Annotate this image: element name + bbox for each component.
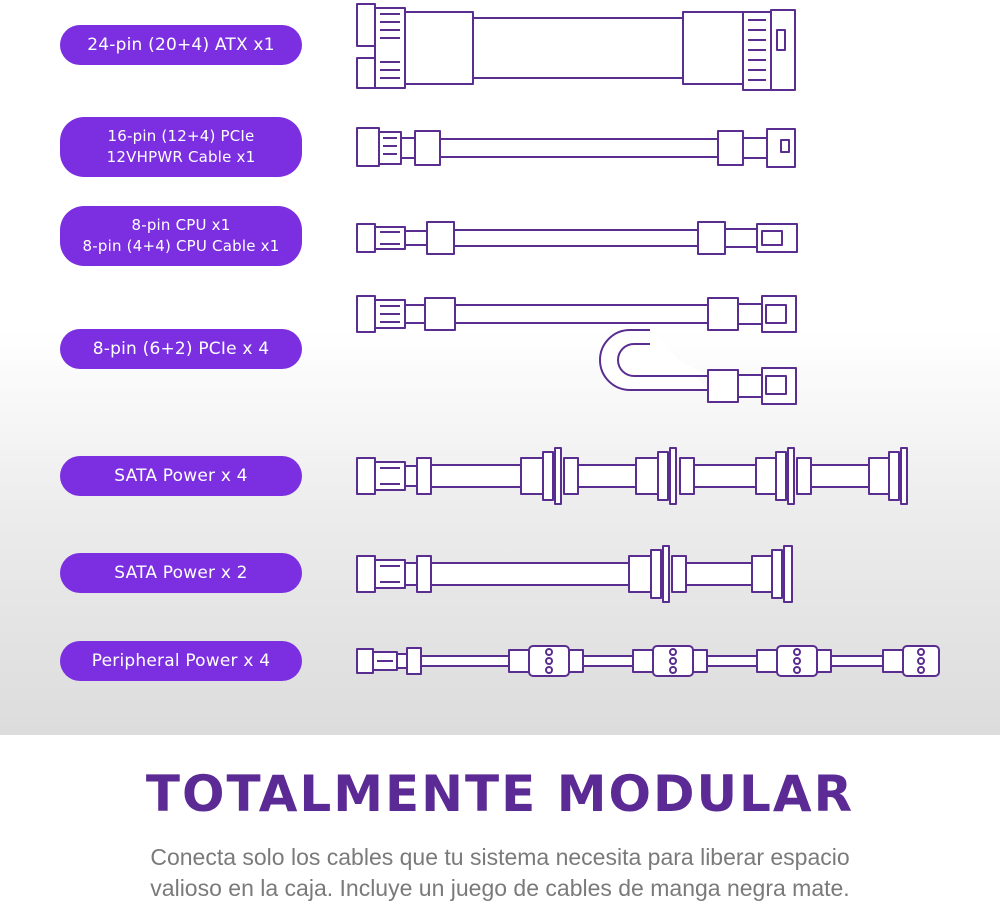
cable-label-text: 8-pin CPU x1: [131, 216, 231, 234]
cable-label-text: Peripheral Power x 4: [91, 650, 271, 671]
cable-label-text: 8-pin (4+4) CPU Cable x1: [82, 237, 280, 255]
sata-power-4-cable: [356, 447, 908, 505]
cable-label-sata-4: SATA Power x 4: [60, 456, 302, 496]
description-line: valioso en la caja. Incluye un juego de …: [150, 875, 850, 901]
atx-24pin-cable: [356, 3, 796, 91]
cable-label-cpu: 8-pin CPU x1 8-pin (4+4) CPU Cable x1: [60, 206, 302, 266]
sata-power-2-cable: [356, 545, 793, 603]
cable-illustrations: [356, 3, 940, 677]
cable-label-text: SATA Power x 2: [114, 562, 248, 583]
peripheral-power-4-cable: [356, 645, 940, 677]
cable-label-sata-2: SATA Power x 2: [60, 553, 302, 593]
cable-label-text: SATA Power x 4: [114, 465, 248, 486]
cable-label-peripheral: Peripheral Power x 4: [60, 641, 302, 681]
cable-label-text: 24-pin (20+4) ATX x1: [87, 34, 275, 55]
cable-label-text: 16-pin (12+4) PCIe: [107, 127, 255, 145]
12vhpwr-16pin-cable: [356, 127, 796, 168]
cable-label-atx: 24-pin (20+4) ATX x1: [60, 25, 302, 65]
description: Conecta solo los cables que tu sistema n…: [40, 842, 960, 904]
page-title: TOTALMENTE MODULAR: [145, 765, 855, 823]
description-line: Conecta solo los cables que tu sistema n…: [150, 844, 850, 870]
cable-label-pcie: 8-pin (6+2) PCIe x 4: [60, 329, 302, 369]
cable-label-text: 8-pin (6+2) PCIe x 4: [92, 338, 270, 359]
cpu-8pin-cable: [356, 221, 798, 255]
cable-label-text: 12VHPWR Cable x1: [106, 148, 256, 166]
pcie-8pin-cable: [356, 295, 797, 405]
cable-label-12vhpwr: 16-pin (12+4) PCIe 12VHPWR Cable x1: [60, 117, 302, 177]
